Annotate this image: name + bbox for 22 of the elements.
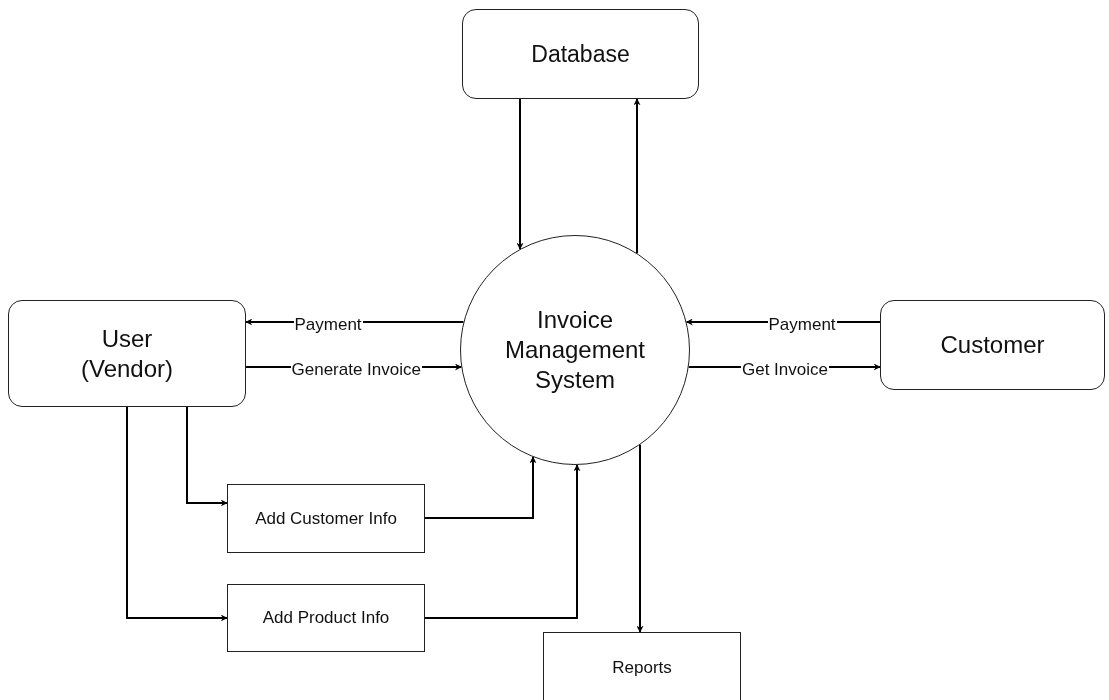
arrow [424, 464, 581, 619]
node-label: Reports [612, 657, 672, 679]
process-box [227, 484, 425, 553]
arrow [424, 456, 537, 519]
node-label: Invoice Management System [503, 305, 647, 395]
arrow [636, 443, 644, 633]
entity-box [880, 300, 1105, 390]
node-label: Database [531, 39, 630, 69]
process-box [227, 584, 425, 652]
arrow [186, 406, 228, 507]
arrow [126, 406, 228, 622]
arrow [633, 98, 641, 255]
arrow [516, 98, 524, 250]
edge-label: Payment [767, 315, 837, 335]
process-box [543, 632, 741, 700]
node-label: Add Customer Info [255, 507, 397, 530]
node-label: Customer [940, 330, 1045, 360]
node-label: Add Product Info [262, 607, 390, 629]
edge-label: Payment [293, 315, 363, 335]
entity-box [462, 9, 699, 99]
entity-box [8, 300, 246, 407]
node-label: User (Vendor) [79, 323, 175, 384]
